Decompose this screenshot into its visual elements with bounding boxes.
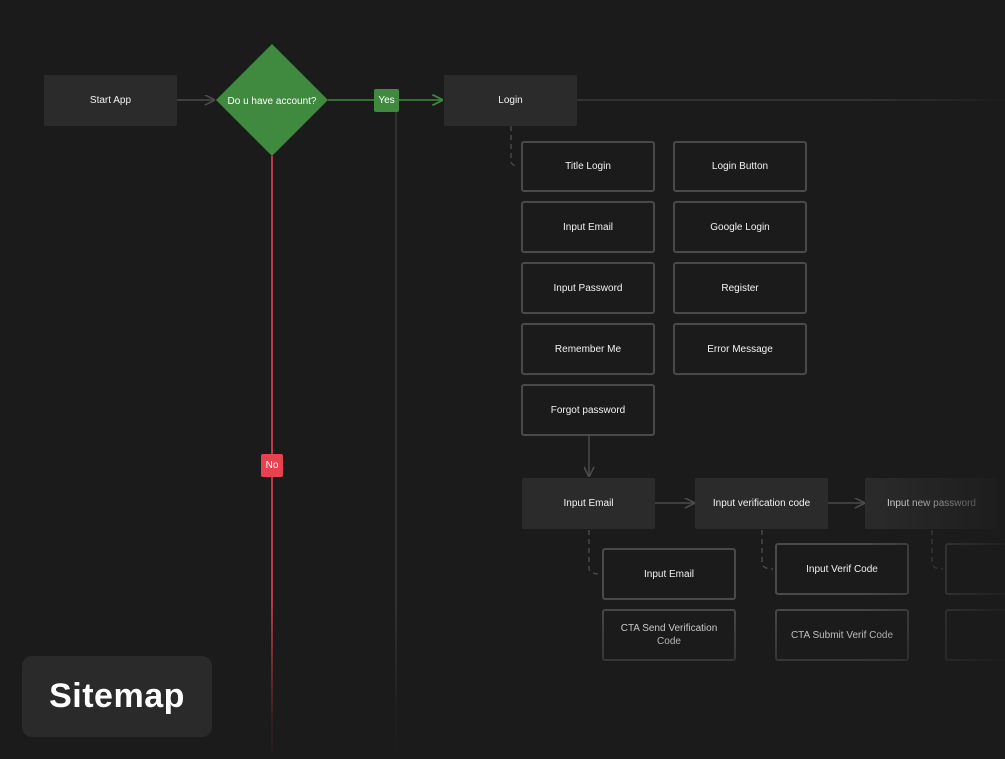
child-input-verif-code[interactable]: Input Verif Code <box>775 543 909 595</box>
component-register[interactable]: Register <box>673 262 807 314</box>
component-input-email[interactable]: Input Email <box>521 201 655 253</box>
child-cta-send-verification-code[interactable]: CTA Send Verification Code <box>602 609 736 661</box>
connector-step1-children <box>588 530 601 575</box>
step-input-email[interactable]: Input Email <box>522 478 655 529</box>
connector-step2-children <box>761 530 774 570</box>
child-step3-partial-1 <box>945 543 1005 595</box>
child-step3-partial-2 <box>945 609 1005 661</box>
no-tag: No <box>261 454 283 477</box>
component-input-password[interactable]: Input Password <box>521 262 655 314</box>
child-cta-submit-verif-code[interactable]: CTA Submit Verif Code <box>775 609 909 661</box>
component-google-login[interactable]: Google Login <box>673 201 807 253</box>
yes-tag: Yes <box>374 89 399 112</box>
sitemap-title-card: Sitemap <box>22 656 212 737</box>
sitemap-title: Sitemap <box>49 677 185 715</box>
decision-diamond[interactable] <box>216 44 328 156</box>
step-input-verification-code[interactable]: Input verification code <box>695 478 828 529</box>
component-title-login[interactable]: Title Login <box>521 141 655 192</box>
component-remember-me[interactable]: Remember Me <box>521 323 655 375</box>
connector-login-components <box>510 126 519 167</box>
step-input-new-password[interactable]: Input new password <box>865 478 998 529</box>
child-input-email[interactable]: Input Email <box>602 548 736 600</box>
decision-label: Do u have account? <box>227 95 317 107</box>
login-node[interactable]: Login <box>444 75 577 126</box>
component-login-button[interactable]: Login Button <box>673 141 807 192</box>
component-forgot-password[interactable]: Forgot password <box>521 384 655 436</box>
component-error-message[interactable]: Error Message <box>673 323 807 375</box>
connector-step3-children <box>931 530 944 570</box>
start-app-node[interactable]: Start App <box>44 75 177 126</box>
